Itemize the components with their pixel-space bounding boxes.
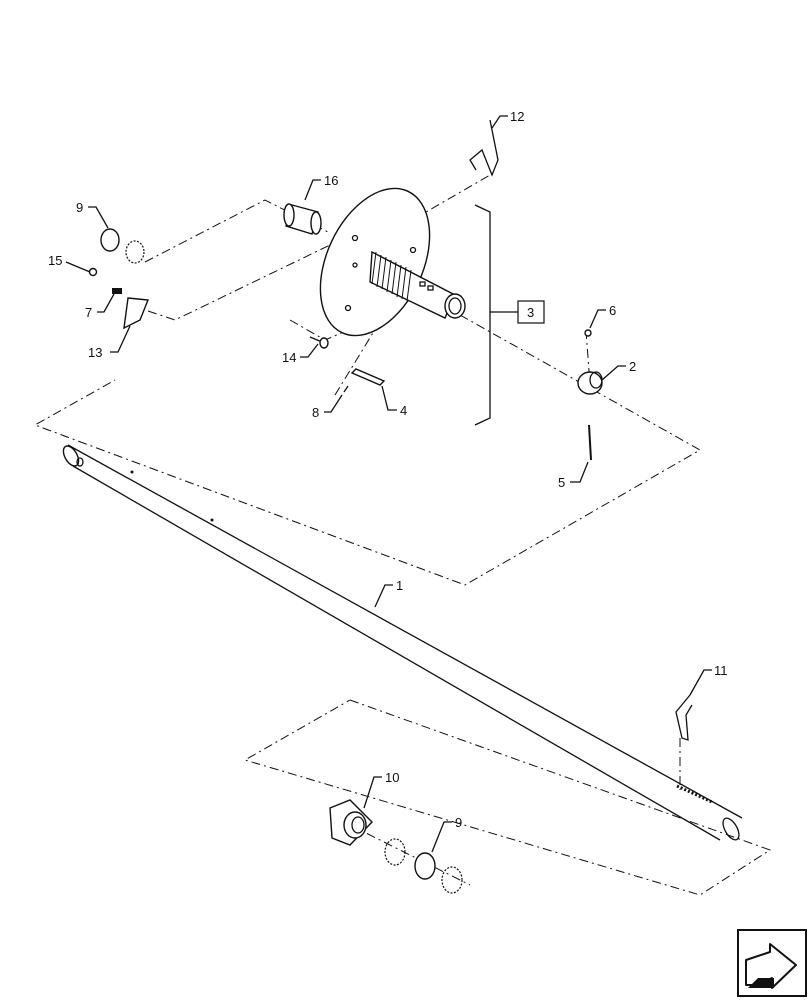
latch-13 <box>123 297 149 330</box>
callout-5: 5 <box>558 475 565 490</box>
callout-9-upper: 9 <box>76 200 83 215</box>
callout-14: 14 <box>282 350 296 365</box>
collar-2 <box>577 371 603 395</box>
tube-part <box>62 444 743 841</box>
callout-3: 3 <box>527 305 534 320</box>
callout-7: 7 <box>85 305 92 320</box>
pin-8 <box>343 385 349 393</box>
callout-12: 12 <box>510 109 524 124</box>
callout-10: 10 <box>385 770 399 785</box>
callout-1: 1 <box>396 578 403 593</box>
leader-lines <box>65 115 712 853</box>
callout-16: 16 <box>324 173 338 188</box>
clip-4 <box>350 368 386 386</box>
callout-6: 6 <box>609 303 616 318</box>
bushing-16 <box>283 203 322 235</box>
assembly-bracket <box>474 204 545 426</box>
nut-15 <box>88 267 98 277</box>
screw-6 <box>584 329 592 337</box>
hairpin-11 <box>675 694 693 741</box>
bolt-5 <box>588 424 592 461</box>
next-page-arrow-icon[interactable] <box>737 929 807 997</box>
snap-ring-9-upper <box>100 228 145 264</box>
callout-13: 13 <box>88 345 102 360</box>
cap-10 <box>329 799 373 846</box>
callout-labels: 1 2 3 4 5 6 7 8 9 9 10 11 12 13 14 15 16 <box>48 109 728 830</box>
pin-14 <box>309 336 329 349</box>
threaded-spindle <box>369 250 466 319</box>
hairpin-12 <box>469 119 499 177</box>
callout-9-lower: 9 <box>455 815 462 830</box>
spring-7 <box>112 288 122 294</box>
callout-2: 2 <box>629 359 636 374</box>
callout-4: 4 <box>400 403 407 418</box>
callout-8: 8 <box>312 405 319 420</box>
callout-11: 11 <box>714 663 728 678</box>
snap-ring-9-lower <box>384 838 463 894</box>
callout-15: 15 <box>48 253 62 268</box>
